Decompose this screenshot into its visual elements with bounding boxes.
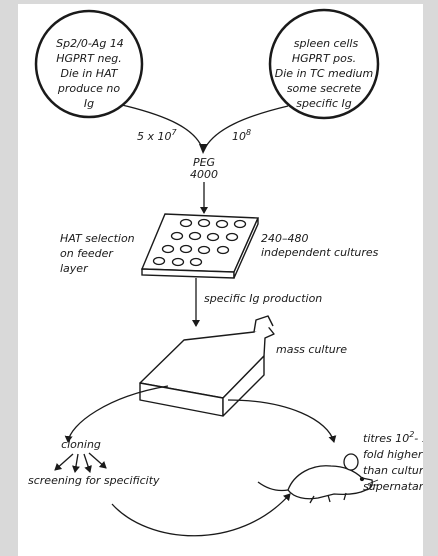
myeloma-line-5: Ig xyxy=(84,97,94,110)
cloning-label: cloning xyxy=(61,438,101,451)
screening-label: screening for specificity xyxy=(28,474,160,487)
myeloma-line-2: HGPRT neg. xyxy=(56,52,122,65)
spleen-line-4: some secrete xyxy=(287,82,362,95)
hat-selection-line-3: layer xyxy=(60,262,89,275)
multiwell-plate xyxy=(140,213,260,279)
titres-line-1: titres 102- 103 xyxy=(363,430,423,445)
cloning-arrow-1 xyxy=(54,453,74,471)
fusion-arrowhead xyxy=(199,144,208,154)
myeloma-line-3: Die in HAT xyxy=(60,67,118,80)
hat-selection-line-2: on feeder xyxy=(60,247,114,260)
hybridoma-diagram: Sp2/0-Ag 14 HGPRT neg. Die in HAT produc… xyxy=(28,8,423,537)
cloning-arrow-3 xyxy=(83,453,92,473)
left-fusion-curve xyxy=(121,104,204,151)
titres-line-4: supernatants xyxy=(363,480,423,493)
cloning-arrow-2 xyxy=(72,453,80,473)
arc-to-mouse xyxy=(227,399,337,443)
arc-return-to-mouse xyxy=(111,493,291,537)
peg-label: PEG xyxy=(193,156,215,169)
cloning-arrow-4 xyxy=(88,452,107,469)
hat-selection-line-1: HAT selection xyxy=(60,232,135,245)
culture-flask xyxy=(139,315,275,417)
spleen-line-3: Die in TC medium xyxy=(275,67,373,80)
peg-4000-label: 4000 xyxy=(190,168,218,181)
myeloma-count: 5 x 107 xyxy=(137,128,178,143)
myeloma-line-4: produce no xyxy=(57,82,120,95)
right-fusion-curve xyxy=(203,105,289,151)
spleen-line-5: specific Ig xyxy=(296,97,351,110)
spleen-line-2: HGPRT pos. xyxy=(292,52,356,65)
spleen-count: 108 xyxy=(232,128,251,143)
cultures-count: 240–480 xyxy=(261,232,309,245)
titres-line-3: than culture xyxy=(363,464,423,477)
myeloma-cell-circle: Sp2/0-Ag 14 HGPRT neg. Die in HAT produc… xyxy=(34,9,144,119)
spleen-cell-circle: spleen cells HGPRT pos. Die in TC medium… xyxy=(268,8,380,120)
diagram-page: Sp2/0-Ag 14 HGPRT neg. Die in HAT produc… xyxy=(18,4,423,556)
cultures-label: independent cultures xyxy=(261,246,379,259)
spleen-line-1: spleen cells xyxy=(294,37,359,50)
titres-line-2: fold higher xyxy=(363,448,423,461)
mass-culture-label: mass culture xyxy=(276,343,347,356)
myeloma-line-1: Sp2/0-Ag 14 xyxy=(56,37,124,50)
plate-wells xyxy=(152,218,247,267)
specific-ig-label: specific Ig production xyxy=(204,292,322,305)
mouse-icon xyxy=(257,453,379,504)
arc-to-cloning xyxy=(64,385,169,443)
